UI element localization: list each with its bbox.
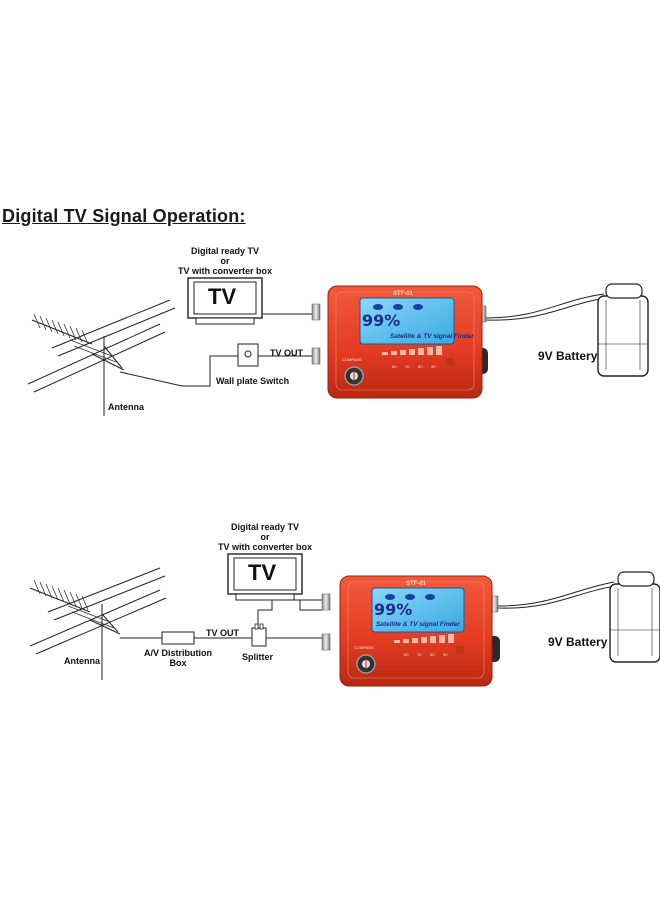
top-antenna-elements <box>33 313 117 363</box>
top-wall-plate-icon <box>237 343 259 367</box>
bottom-tv-caption-line3: TV with converter box <box>217 542 313 552</box>
bottom-tv-caption-line2: or <box>260 532 270 542</box>
bottom-av-box-label: A/V Distribution Box <box>142 648 214 668</box>
top-antenna <box>27 299 176 416</box>
bottom-lcd-value: 99% <box>374 600 413 619</box>
page-title: Digital TV Signal Operation: <box>2 206 246 226</box>
bottom-tv-label: TV <box>248 560 277 585</box>
top-battery-icon <box>597 283 649 377</box>
bottom-av-box-line1: A/V Distribution <box>144 648 212 658</box>
top-lcd-title: Satellite & TV signal Finder <box>390 333 474 340</box>
bottom-antenna-elements <box>33 579 115 629</box>
bottom-signal-finder <box>321 575 500 687</box>
top-tv-caption-line1: Digital ready TV <box>190 246 260 256</box>
bottom-lcd-icons <box>385 594 435 600</box>
bottom-tv-icon <box>227 553 303 601</box>
top-lcd-value: 99% <box>362 311 401 330</box>
top-signal-finder <box>311 285 488 399</box>
bottom-antenna <box>29 567 167 680</box>
top-cables <box>119 293 607 387</box>
bottom-scale-90: 90 <box>443 652 448 657</box>
bottom-tv-caption: Digital ready TV or TV with converter bo… <box>210 522 320 552</box>
bottom-compass-label: COMPASS <box>354 645 374 650</box>
top-wall-plate-label: Wall plate Switch <box>216 376 290 386</box>
top-tv-caption-line3: TV with converter box <box>177 266 273 276</box>
top-device-model: STF-01 <box>393 291 414 297</box>
top-battery-label: 9V Battery <box>538 349 598 363</box>
bottom-av-box-line2: Box <box>169 658 187 668</box>
top-lcd-icons <box>373 304 423 310</box>
top-tv-label: TV <box>208 284 237 309</box>
bottom-scale-80: 80 <box>430 652 435 657</box>
bottom-device-model: STF-01 <box>406 581 427 587</box>
top-compass-label: COMPASS <box>342 357 362 362</box>
bottom-splitter-label: Splitter <box>242 652 274 662</box>
top-scale-70: 70 <box>405 364 410 369</box>
top-scale-60: 60 <box>392 364 397 369</box>
bottom-tv-caption-line1: Digital ready TV <box>230 522 300 532</box>
bottom-scale-60: 60 <box>404 652 409 657</box>
top-tv-caption-line2: or <box>220 256 230 266</box>
bottom-antenna-label: Antenna <box>64 656 100 666</box>
bottom-battery-icon <box>609 571 660 663</box>
top-scale-90: 90 <box>431 364 436 369</box>
top-tv-out-label: TV OUT <box>270 348 303 358</box>
bottom-cables <box>120 581 617 639</box>
bottom-lcd-title: Satellite & TV signal Finder <box>376 621 460 628</box>
top-antenna-label: Antenna <box>108 402 144 412</box>
bottom-battery-label: 9V Battery <box>548 635 608 649</box>
top-signal-bars <box>382 346 442 355</box>
bottom-signal-bars <box>394 634 454 643</box>
bottom-splitter-icon <box>251 623 267 647</box>
top-tv-icon <box>187 277 263 325</box>
top-scale-80: 80 <box>418 364 423 369</box>
bottom-av-distribution-box <box>161 631 195 645</box>
top-tv-caption: Digital ready TV or TV with converter bo… <box>170 246 280 276</box>
bottom-scale-70: 70 <box>417 652 422 657</box>
bottom-tv-out-label: TV OUT <box>206 628 239 638</box>
